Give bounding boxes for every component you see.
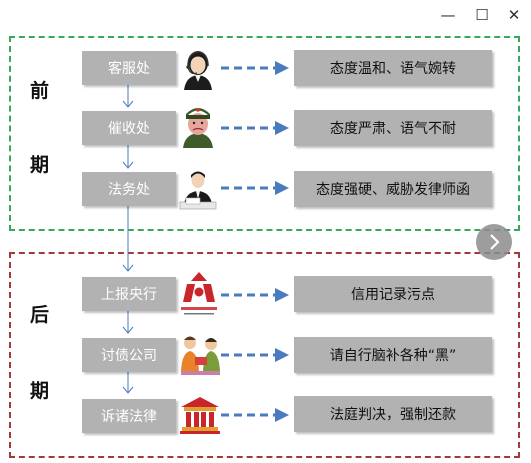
result-box-central-bank: 信用记录污点	[294, 276, 492, 312]
result-box-litigation: 法庭判决，强制还款	[294, 396, 492, 432]
next-slide-button[interactable]	[476, 224, 512, 260]
flow-arrow-3	[221, 181, 289, 195]
result-box-debt-collection-company: 请自行脑补各种“黑”	[294, 337, 492, 373]
early-phase-frame	[9, 36, 520, 231]
stage-box-central-bank: 上报央行	[82, 277, 176, 311]
connector-arrow-2	[122, 145, 134, 169]
connector-arrow-4	[122, 310, 134, 334]
courthouse-icon	[180, 397, 220, 434]
customer-service-agent-icon	[184, 51, 212, 90]
result-box-customer-service: 态度温和、语气婉转	[294, 50, 492, 86]
stage-box-customer-service: 客服处	[82, 51, 176, 85]
stage-box-litigation: 诉诸法律	[82, 399, 176, 433]
stage-box-collection: 催收处	[82, 111, 176, 145]
collector-icon	[183, 108, 213, 148]
flow-arrow-4	[221, 288, 289, 302]
close-button[interactable]: ✕	[507, 5, 521, 24]
chevron-right-icon	[490, 234, 500, 250]
late-phase-frame	[9, 252, 520, 458]
late-phase-label-2: 期	[30, 380, 50, 402]
result-box-collection: 态度严肃、语气不耐	[294, 110, 492, 146]
connector-arrow-5	[122, 370, 134, 394]
maximize-button[interactable]: ☐	[475, 5, 489, 24]
flow-arrow-6	[221, 408, 289, 422]
flow-arrow-2	[221, 121, 289, 135]
connector-arrow-3	[122, 206, 134, 272]
minimize-button[interactable]: —	[440, 5, 456, 24]
late-phase-label-1: 后	[30, 304, 50, 326]
stage-box-debt-collection-company: 讨债公司	[82, 338, 176, 372]
legal-officer-icon	[179, 171, 217, 210]
window-titlebar: — ☐ ✕	[0, 0, 531, 30]
flow-arrow-1	[221, 61, 289, 75]
stage-box-legal: 法务处	[82, 172, 176, 206]
early-phase-label-1: 前	[30, 80, 50, 102]
connector-arrow-1	[122, 84, 134, 108]
early-phase-label-2: 期	[30, 154, 50, 176]
debt-collection-icon	[181, 336, 220, 375]
central-bank-logo-icon	[181, 272, 217, 315]
result-box-legal: 态度强硬、威胁发律师函	[294, 171, 492, 207]
flow-arrow-5	[221, 348, 289, 362]
